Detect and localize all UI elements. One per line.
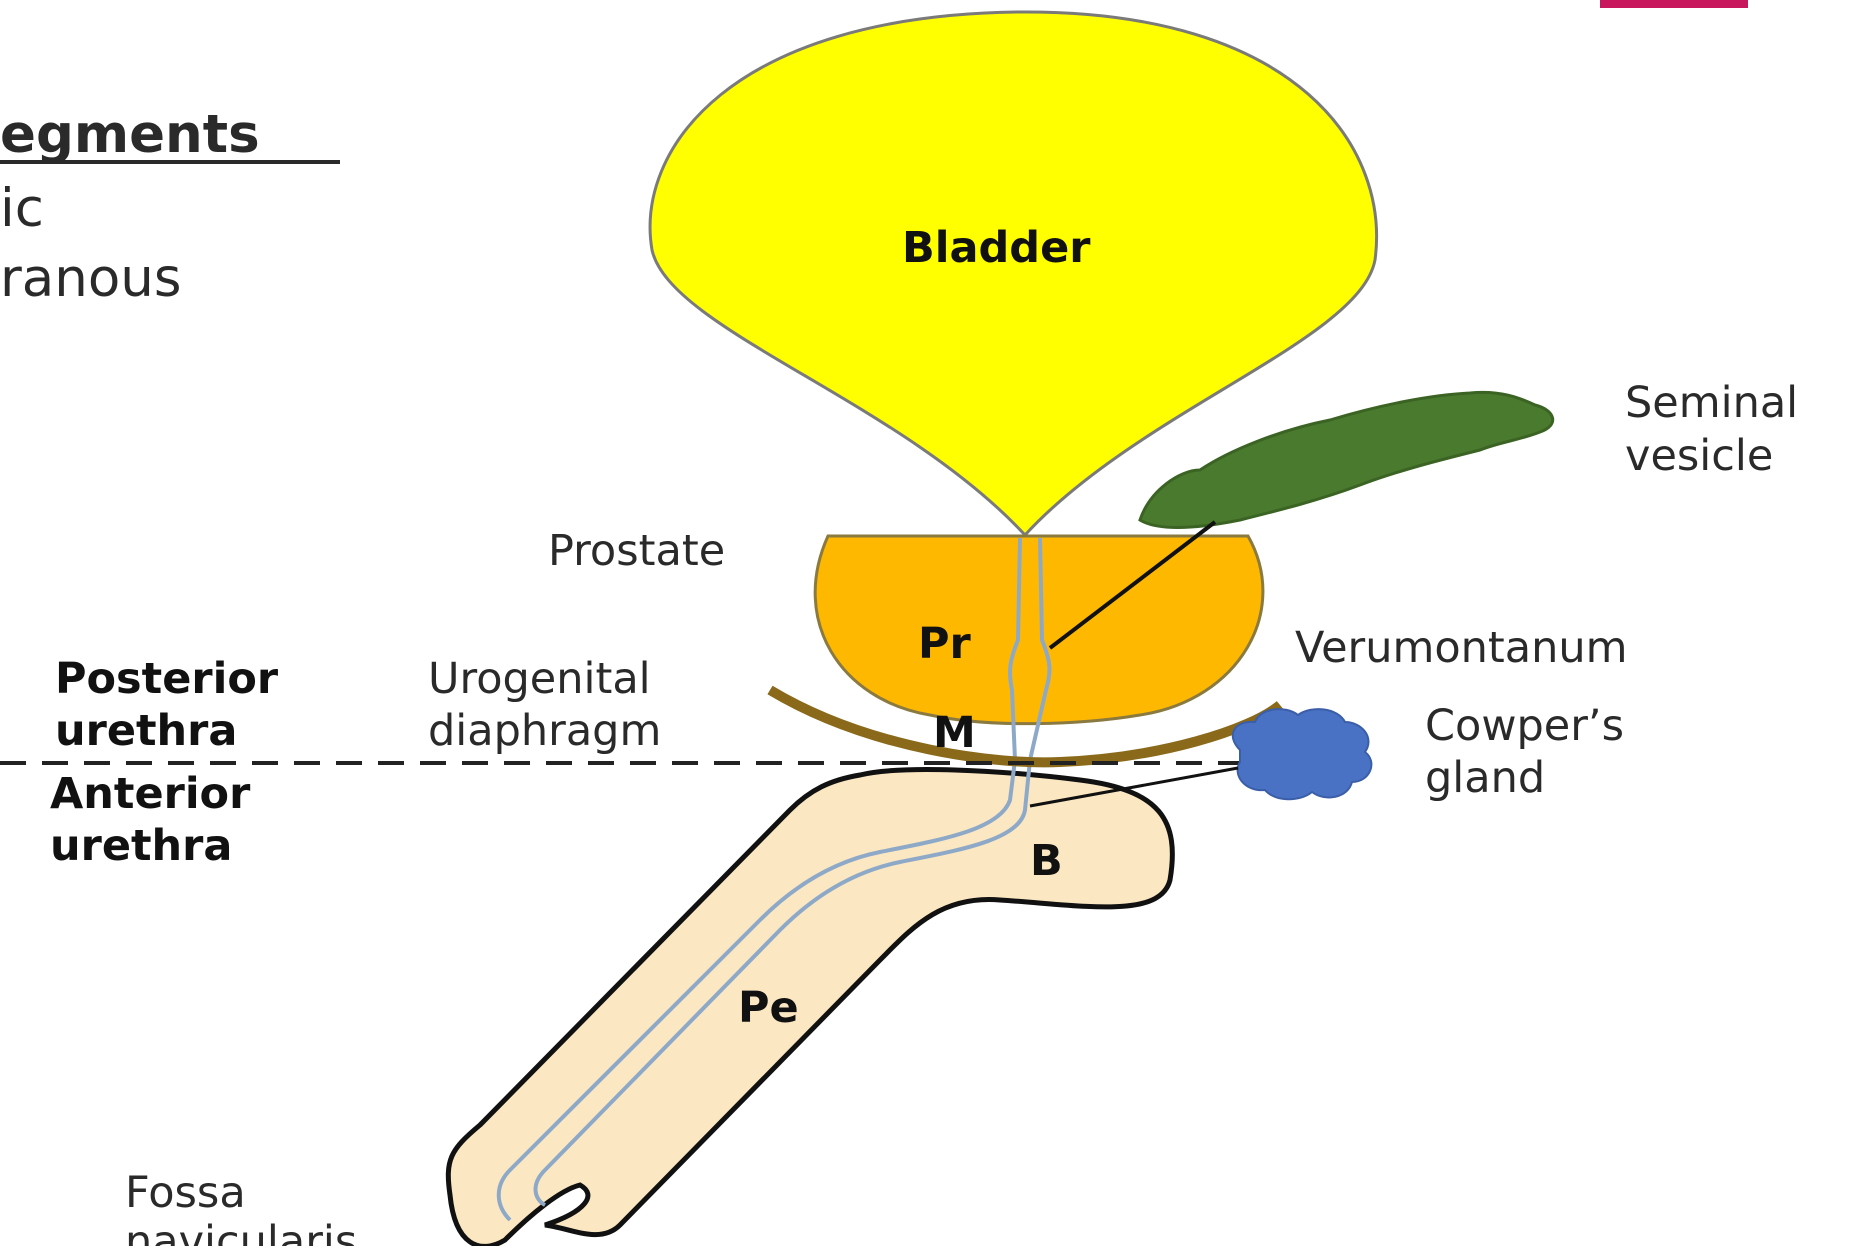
seminal-vesicle-shape xyxy=(1140,392,1553,527)
urogenital-diaphragm-label-line1: Urogenital xyxy=(428,654,651,704)
bulbar-segment-marker: B xyxy=(1030,836,1063,886)
prostatic-segment-marker: Pr xyxy=(918,619,972,669)
posterior-urethra-label-line1: Posterior xyxy=(55,654,279,704)
bladder-label: Bladder xyxy=(902,223,1091,273)
cowpers-gland-shape xyxy=(1233,709,1372,799)
posterior-urethra-label-line2: urethra xyxy=(55,706,237,756)
penile-segment-marker: Pe xyxy=(738,983,799,1033)
fossa-navicularis-label-line1: Fossa xyxy=(125,1168,246,1218)
seminal-vesicle-label-line2: vesicle xyxy=(1625,431,1773,481)
membranous-segment-marker: M xyxy=(933,708,976,758)
segments-item-prostatic: ic xyxy=(0,178,44,239)
seminal-vesicle-label-line1: Seminal xyxy=(1625,378,1798,428)
cowpers-gland-label-line1: Cowper’s xyxy=(1425,701,1624,751)
segments-item-membranous: ranous xyxy=(0,248,182,309)
penis-shape xyxy=(448,770,1172,1246)
prostate-label: Prostate xyxy=(548,526,725,576)
urogenital-diaphragm-label-line2: diaphragm xyxy=(428,706,661,756)
cowpers-gland-label-line2: gland xyxy=(1425,753,1545,803)
segments-heading: egments xyxy=(0,104,260,165)
anterior-urethra-label-line2: urethra xyxy=(50,821,232,871)
fossa-navicularis-label-line2: navicularis xyxy=(125,1217,357,1246)
anterior-urethra-label-line1: Anterior xyxy=(50,769,251,819)
corner-accent-tab xyxy=(1600,0,1748,8)
verumontanum-label: Verumontanum xyxy=(1295,623,1628,673)
